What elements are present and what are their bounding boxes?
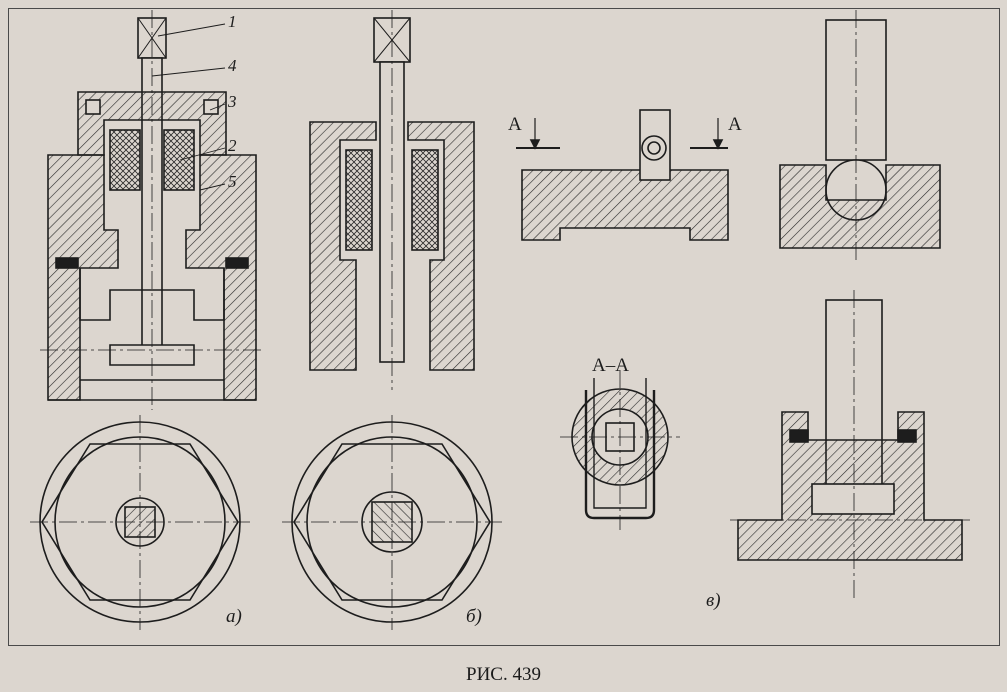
leader-5: 5 [228, 172, 237, 191]
view-v-top-left [516, 109, 729, 241]
section-mark-right: А [728, 114, 742, 135]
leader-1: 1 [228, 12, 237, 31]
view-b-plan [282, 415, 502, 630]
view-a-section [40, 10, 265, 410]
figure-frame [8, 8, 1000, 646]
view-a-plan [30, 415, 250, 630]
view-a-label: а) [226, 606, 242, 627]
view-v-top-right [779, 10, 941, 260]
leader-2: 2 [228, 136, 237, 155]
view-b-label: б) [466, 606, 482, 627]
leader-3: 3 [228, 92, 237, 111]
view-b-section [309, 10, 475, 390]
section-title-aa: А–А [592, 355, 629, 376]
view-v-bottom [730, 290, 970, 600]
view-v-label: в) [706, 590, 721, 611]
leader-4: 4 [228, 56, 237, 75]
view-v-section-aa [560, 370, 680, 530]
figure-caption: РИС. 439 [466, 664, 541, 685]
section-mark-left: А [508, 114, 522, 135]
